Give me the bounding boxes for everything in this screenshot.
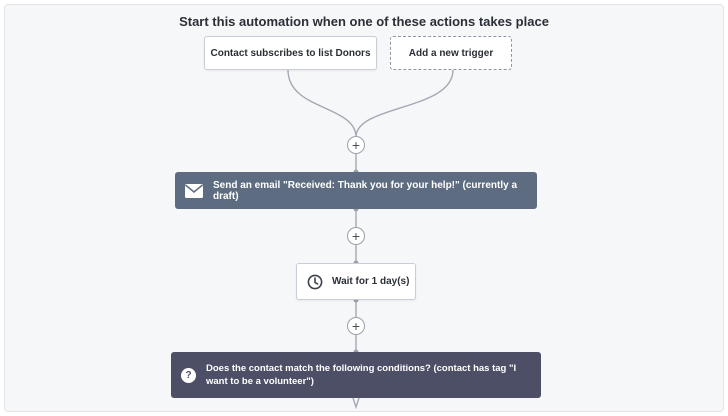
add-trigger-label: Add a new trigger [408, 47, 494, 59]
trigger-card-subscribes-donors[interactable]: Contact subscribes to list Donors [204, 36, 377, 70]
trigger-label: Contact subscribes to list Donors [210, 47, 371, 59]
action-wait-label: Wait for 1 day(s) [332, 276, 410, 287]
question-icon: ? [181, 367, 196, 383]
add-action-button[interactable]: + [347, 227, 365, 245]
add-action-button[interactable]: + [347, 136, 365, 154]
action-email-label: Send an email "Received: Thank you for y… [213, 179, 517, 202]
add-action-button[interactable]: + [347, 317, 365, 335]
connector-trigger-1 [287, 69, 357, 137]
plus-icon: + [351, 137, 361, 153]
automation-canvas: Start this automation when one of these … [4, 4, 724, 412]
envelope-icon [185, 183, 203, 198]
clock-icon [307, 274, 323, 290]
action-condition-label: Does the contact match the following con… [206, 363, 517, 387]
action-send-email[interactable]: Send an email "Received: Thank you for y… [175, 172, 537, 209]
connector-trigger-2 [355, 69, 454, 137]
action-condition[interactable]: ? Does the contact match the following c… [171, 352, 541, 398]
action-wait[interactable]: Wait for 1 day(s) [296, 263, 416, 300]
plus-icon: + [351, 228, 361, 244]
add-trigger-button[interactable]: Add a new trigger [390, 36, 512, 70]
connector-condition-out [352, 397, 360, 410]
canvas-title: Start this automation when one of these … [179, 14, 549, 29]
plus-icon: + [351, 318, 361, 334]
